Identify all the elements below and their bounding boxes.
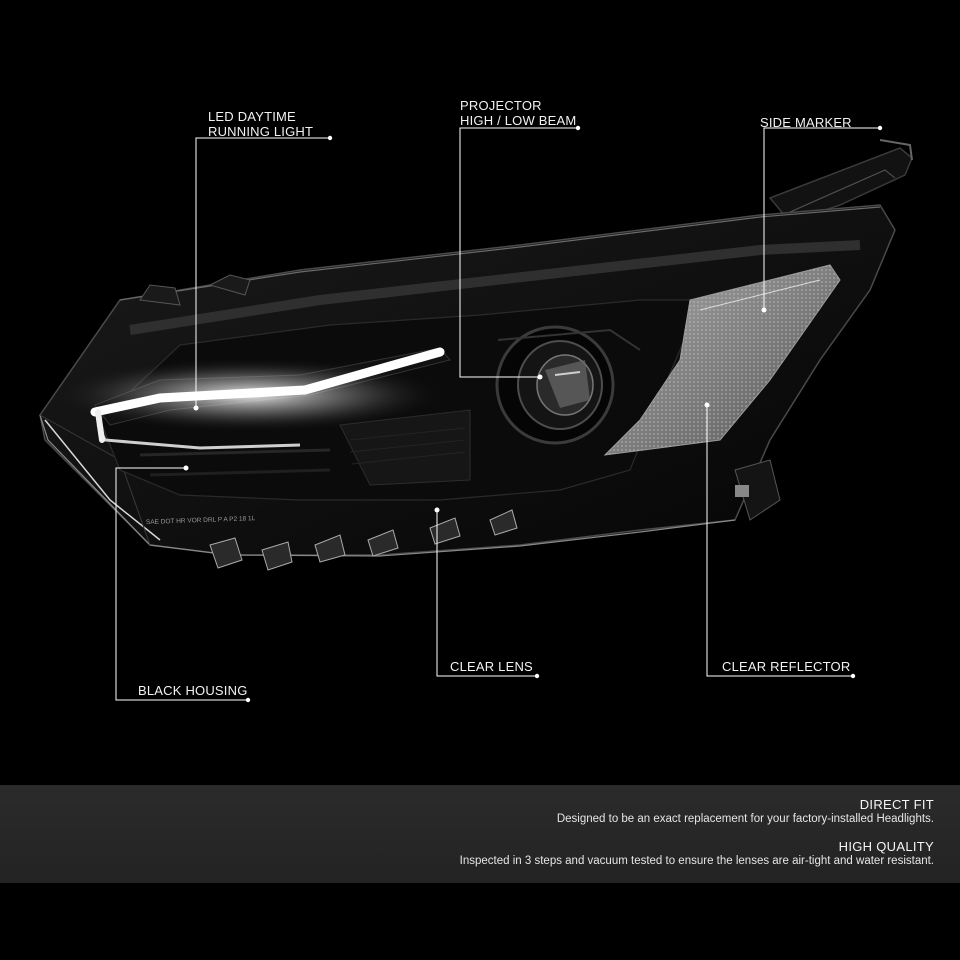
bottom-tabs	[209, 509, 518, 571]
feature-title-direct-fit: DIRECT FIT	[859, 797, 934, 812]
callout-line-black-housing	[115, 467, 248, 701]
label-clear-lens: CLEAR LENS	[450, 659, 533, 674]
right-mount	[734, 459, 781, 521]
callout-line-drl	[195, 137, 330, 408]
feature-desc-direct-fit: Designed to be an exact replacement for …	[556, 813, 934, 825]
label-projector: PROJECTOR HIGH / LOW BEAM	[460, 98, 577, 128]
callout-line-clear-reflector	[706, 405, 853, 677]
callout-line-projector	[459, 127, 578, 378]
label-black-housing: BLACK HOUSING	[138, 683, 248, 698]
projector-lens	[495, 325, 641, 445]
feature-desc-high-quality: Inspected in 3 steps and vacuum tested t…	[459, 855, 934, 867]
callout-dots	[183, 125, 883, 703]
label-side-marker: SIDE MARKER	[760, 115, 852, 130]
lens-print: SAE DOT HR VOR DRL P A P2 18 1L	[146, 515, 256, 526]
label-led-drl: LED DAYTIME RUNNING LIGHT	[208, 109, 314, 139]
callout-line-clear-lens	[436, 510, 537, 677]
feature-info-bar: DIRECT FIT Designed to be an exact repla…	[0, 785, 960, 883]
label-clear-reflector: CLEAR REFLECTOR	[722, 659, 851, 674]
callout-line-side-marker	[763, 127, 880, 310]
callout-lines	[115, 127, 880, 701]
led-drl-bar	[50, 347, 450, 450]
side-marker-reflector	[603, 264, 841, 456]
feature-title-high-quality: HIGH QUALITY	[838, 839, 934, 854]
